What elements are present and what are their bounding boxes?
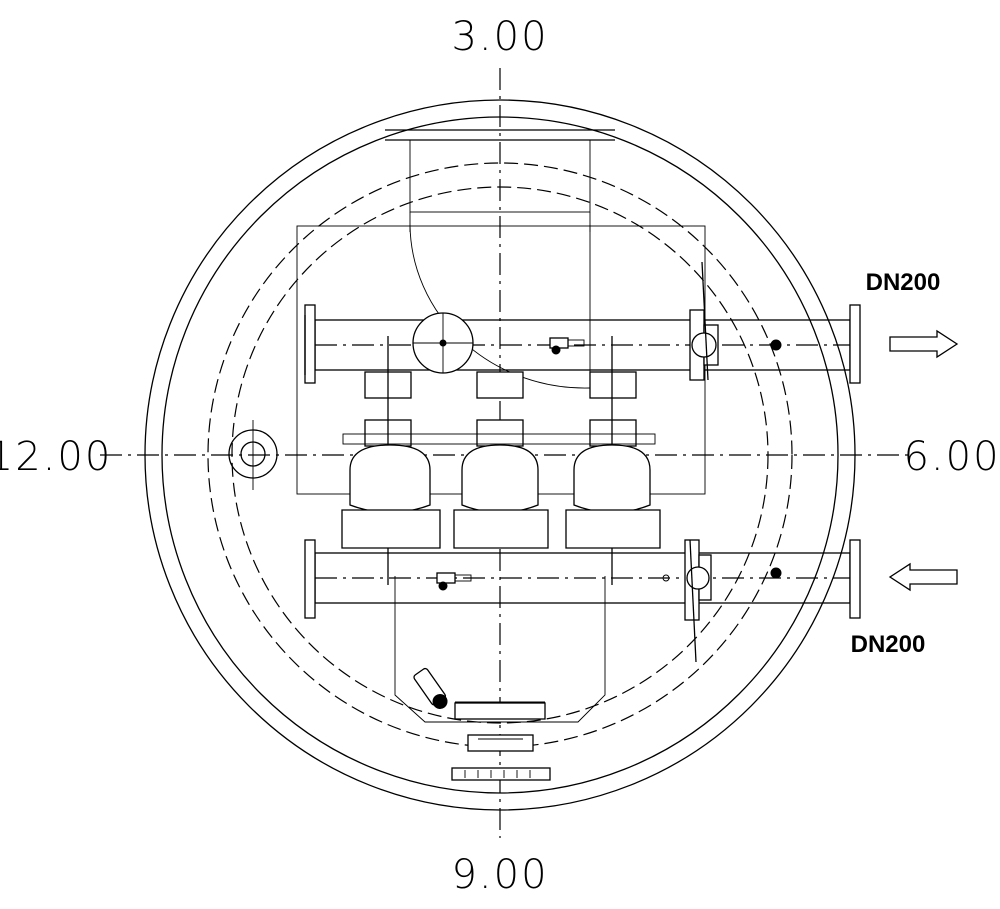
upper-shaft xyxy=(409,139,591,213)
outlet-flow-arrow-icon xyxy=(889,329,959,359)
label-left-12-00: 12.00 xyxy=(0,434,112,480)
pump-2 xyxy=(453,371,549,549)
pump-base-rail xyxy=(342,433,656,445)
tank-inner-wall xyxy=(161,116,839,794)
inlet-manifold xyxy=(304,539,861,663)
label-top-3-00: 3.00 xyxy=(451,14,548,60)
label-bottom-9-00: 9.00 xyxy=(451,852,548,898)
outlet-pipe-label: DN200 xyxy=(866,269,941,296)
left-round-fitting xyxy=(228,420,278,490)
inlet-pipe-label: DN200 xyxy=(851,631,926,658)
inlet-flow-arrow-icon xyxy=(888,562,958,592)
outlet-manifold xyxy=(304,261,861,384)
pump-3 xyxy=(565,336,661,585)
pump-1 xyxy=(341,336,441,585)
label-right-6-00: 6.00 xyxy=(903,434,1000,480)
tank-dashed-circle-outer xyxy=(207,162,793,748)
tank-dashed-circle-inner xyxy=(231,186,769,724)
tank-outer-wall xyxy=(144,99,856,811)
lower-sump xyxy=(394,576,606,781)
